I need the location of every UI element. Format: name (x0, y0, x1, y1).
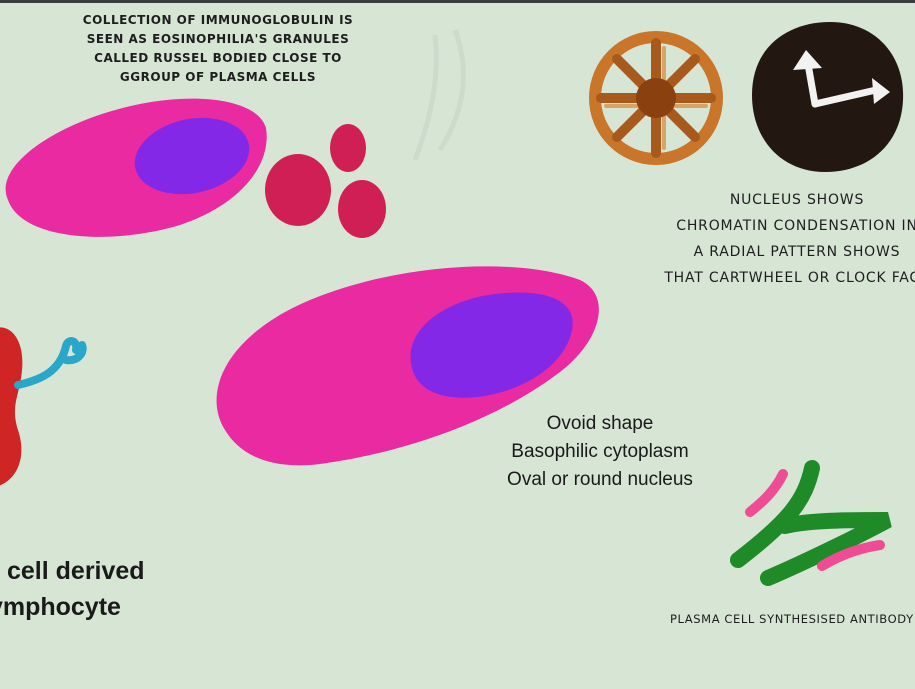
top-border (0, 0, 915, 3)
b-lymphocyte (0, 327, 87, 486)
russell-body (330, 124, 366, 172)
plasma-cell-large (216, 266, 599, 466)
cartwheel-icon (589, 31, 723, 165)
note-line: that cartwheel or clock face (664, 270, 915, 286)
nucleus-small (134, 117, 250, 195)
nucleus-note: Nucleus shows chromatin condensation in … (612, 187, 915, 291)
note-line: Nucleus shows (729, 192, 865, 208)
russell-bodies (265, 124, 386, 238)
antibody-icon (730, 460, 892, 586)
property-label: Basophilic cytoplasm (511, 441, 689, 462)
note-line: chromatin condensation in (676, 218, 915, 234)
note-line: a radial pattern shows (693, 244, 901, 260)
note-line: seen as eosinophilia's granules (86, 32, 350, 46)
origin-line: B cell derived (0, 557, 145, 585)
origin-label: B cell derived lymphocyte (0, 553, 145, 625)
note-line: ggroup of plasma cells (119, 70, 317, 84)
clock-face-icon (752, 22, 904, 172)
property-label: Ovoid shape (546, 413, 654, 434)
nucleus-large (410, 292, 573, 398)
russell-bodies-note: Collection of immunoglobulin is seen as … (40, 11, 396, 87)
note-line: Collection of immunoglobulin is (82, 13, 354, 27)
faint-sketch (412, 29, 466, 161)
note-line: called Russel bodied close to (94, 51, 342, 65)
russell-body (265, 154, 331, 226)
plasma-cell-small (5, 98, 267, 237)
plasma-cell-properties: Ovoid shape Basophilic cytoplasm Oval or… (470, 410, 730, 494)
origin-line: lymphocyte (0, 593, 121, 621)
russell-body (338, 180, 386, 238)
property-label: Oval or round nucleus (507, 469, 693, 490)
antibody-note: Plasma cell synthesised antibody (670, 612, 914, 626)
surface-antibody-icon (14, 337, 87, 389)
